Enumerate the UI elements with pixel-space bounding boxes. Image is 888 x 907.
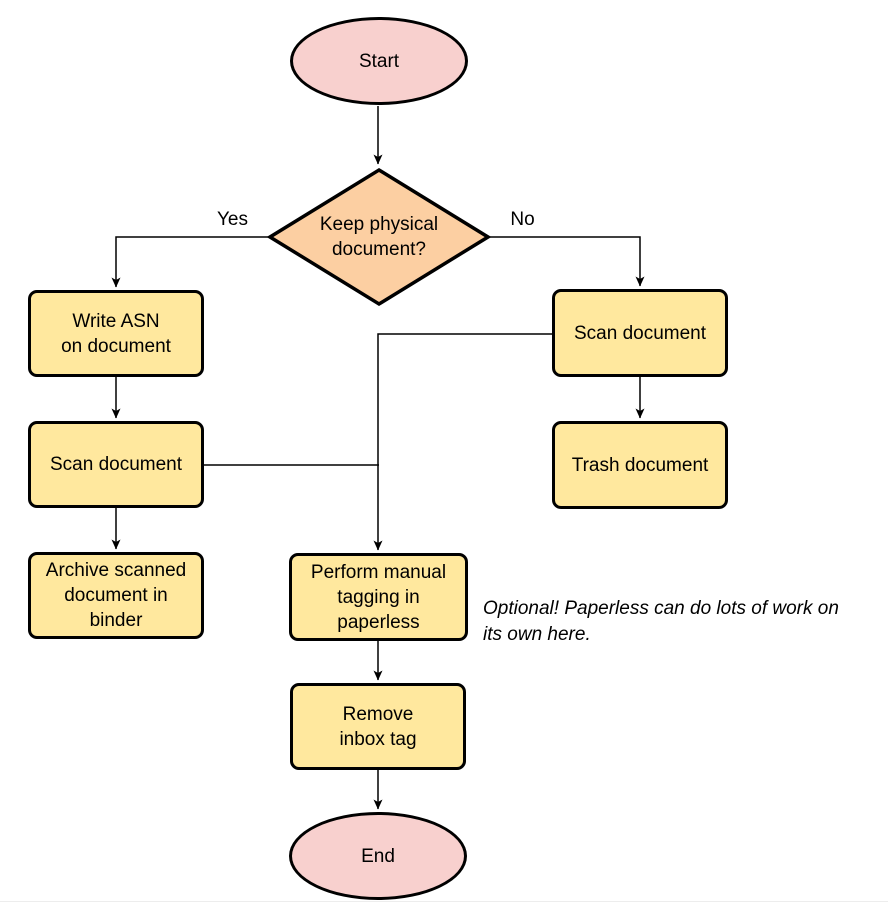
node-archive-document: Archive scanned document in binder xyxy=(28,552,204,639)
diamond-shape xyxy=(267,167,491,307)
edge-label-no: No xyxy=(510,209,535,230)
edge-scanright-to-perform xyxy=(373,333,553,551)
node-write-asn: Write ASN on document xyxy=(28,290,204,377)
node-decision-label: Keep physical document? xyxy=(319,214,439,260)
edge-decision-yes xyxy=(111,236,268,288)
page-bottom-divider xyxy=(0,901,888,902)
node-scan-document-right: Scan document xyxy=(552,289,728,377)
edge-decision-no xyxy=(490,236,645,287)
node-decision: Keep physical document? xyxy=(267,167,491,307)
node-start: Start xyxy=(290,17,468,105)
edge-label-yes: Yes xyxy=(217,209,248,230)
node-trash-document: Trash document xyxy=(552,421,728,509)
node-manual-tagging: Perform manual tagging in paperless xyxy=(289,553,468,641)
node-start-label: Start xyxy=(358,50,400,72)
optional-note: Optional! Paperless can do lots of work … xyxy=(483,598,839,645)
node-end: End xyxy=(289,812,467,900)
node-remove-inbox-tag: Remove inbox tag xyxy=(290,683,466,770)
node-end-label: End xyxy=(361,845,395,867)
node-scan-document-left: Scan document xyxy=(28,421,204,508)
